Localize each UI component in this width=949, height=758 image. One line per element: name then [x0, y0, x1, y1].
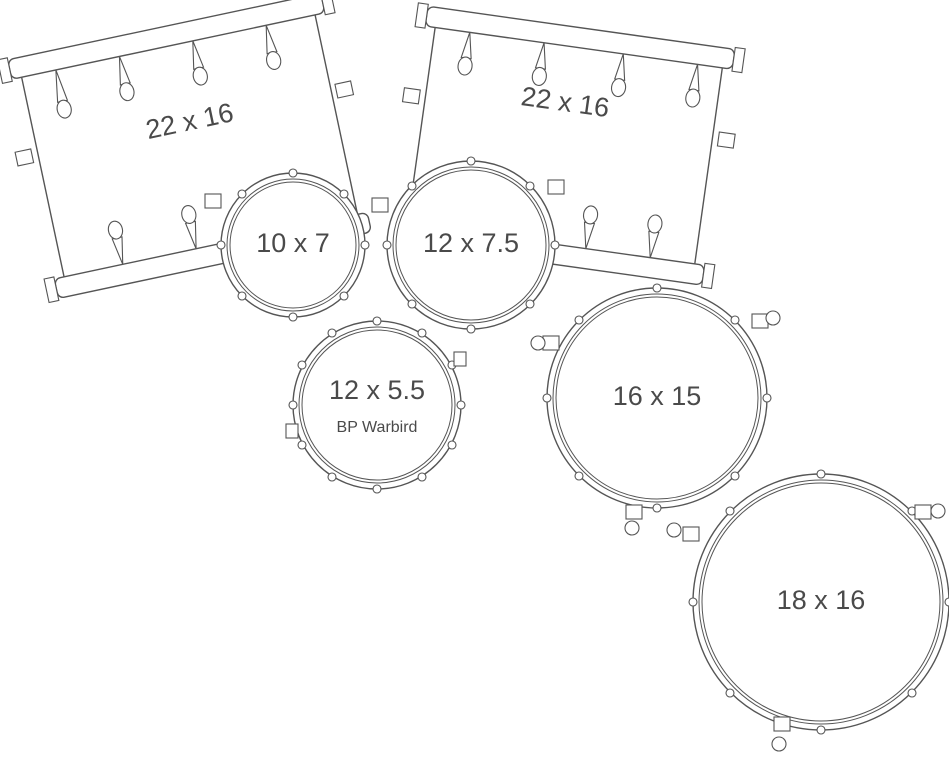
floor-tom-16-label: 16 x 15: [613, 381, 702, 411]
floor-tom-16-legs: [530, 310, 781, 536]
tom-10: [204, 168, 370, 322]
floor-tom-18-lugs: [688, 469, 949, 735]
floor-tom-18: [666, 469, 949, 752]
tom-10-label: 10 x 7: [256, 228, 330, 258]
floor-tom-18-legs: [666, 503, 946, 752]
snare-drum-butt-plate: [285, 423, 299, 439]
tom-12: [371, 156, 565, 334]
snare-drum-strainer: [453, 351, 467, 367]
bass-drum-left-spur-bracket: [14, 148, 35, 167]
tom-12-lugs: [382, 156, 560, 334]
snare-drum-lugs: [288, 316, 466, 494]
tom-12-label: 12 x 7.5: [423, 228, 519, 258]
tom-10-mount-bracket: [204, 193, 222, 209]
snare-drum-label: 12 x 5.5: [329, 375, 425, 405]
floor-tom-16-lugs: [542, 283, 772, 513]
tom-10-lugs: [216, 168, 370, 322]
tom-12-mount-bracket: [371, 197, 389, 213]
bass-drum-left-top-lugs: [0, 0, 336, 119]
floor-tom-16: [530, 283, 781, 536]
snare-drum-model-label: BP Warbird: [337, 419, 418, 436]
bass-drum-left-bottom-lugs: [43, 205, 197, 304]
bass-drum-right-top-lugs: [414, 2, 746, 108]
bass-drum-right-bottom-lugs: [582, 205, 716, 290]
snare-drum: [285, 316, 467, 494]
floor-tom-18-label: 18 x 16: [777, 585, 866, 615]
